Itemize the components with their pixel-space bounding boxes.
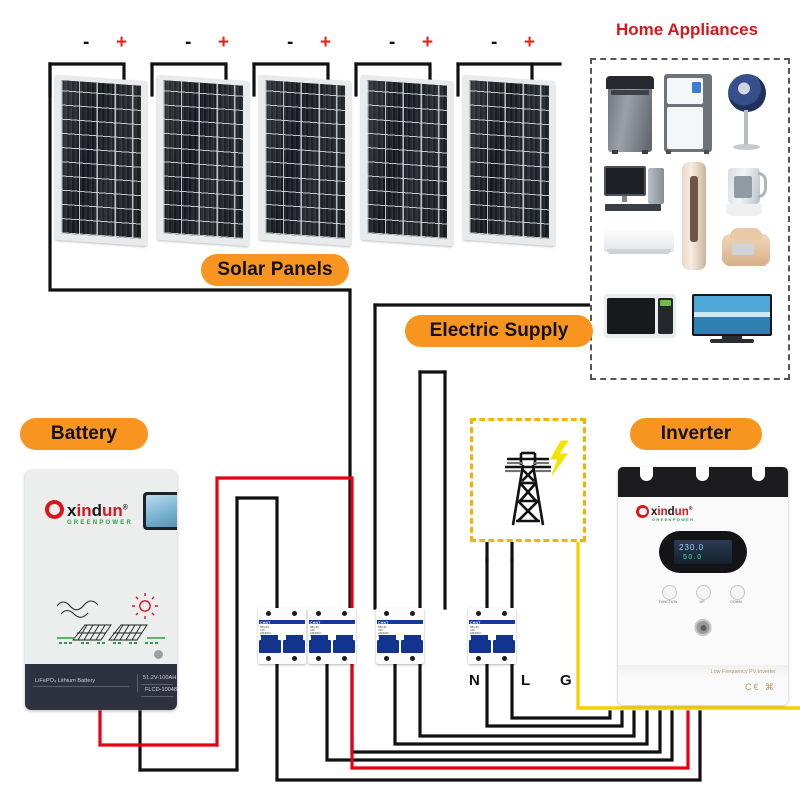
home-appliances-title: Home Appliances	[616, 20, 759, 39]
solar-panel	[157, 74, 249, 247]
breaker-brand: CHNT	[378, 621, 389, 625]
panel-negative-terminal: -	[185, 32, 192, 53]
panel-positive-terminal: +	[218, 32, 230, 53]
inverter-panel-seam	[618, 665, 788, 679]
panel-positive-terminal: +	[524, 32, 536, 53]
panel-negative-terminal: -	[83, 32, 90, 53]
terminal-label-l: L	[521, 672, 531, 689]
battery-brand-name: xindun®	[67, 501, 128, 520]
battery-brand-subtitle: GREENPOWER	[67, 520, 134, 526]
battery-unit: xindun® GREENPOWER	[25, 470, 177, 710]
down-button-label: DOWN	[730, 600, 742, 604]
function-button[interactable]	[662, 585, 677, 600]
lcd-frequency-reading: 50.0	[683, 554, 703, 561]
battery-display-screen	[143, 492, 177, 530]
panel-positive-terminal: +	[422, 32, 434, 53]
battery-indicator-dot	[154, 650, 163, 659]
battery-chemistry: LiFePO₄ Lithium Battery	[35, 678, 96, 684]
battery-model: FLCD-10048	[145, 687, 177, 693]
breaker-brand: CHNT	[470, 621, 481, 625]
battery-rating: 51.2V-100AH	[143, 675, 177, 681]
refrigerator-icon	[664, 74, 712, 154]
inverter-brand-name: xindun®	[651, 505, 693, 518]
inverter-label: Inverter	[630, 418, 762, 450]
solar-panels-label: Solar Panels	[201, 254, 349, 286]
lcd-voltage-reading: 230.0	[679, 543, 705, 552]
electric-supply-label: Electric Supply	[405, 315, 593, 347]
breaker-brand: CHNT	[310, 621, 321, 625]
up-button[interactable]	[696, 585, 711, 600]
split-air-conditioner-icon	[604, 230, 674, 260]
panel-positive-terminal: +	[320, 32, 332, 53]
transmission-pylon-icon	[505, 440, 569, 526]
panel-negative-terminal: -	[287, 32, 294, 53]
inverter-mount-bracket	[618, 467, 788, 497]
inverter-brand: xindun®	[636, 505, 692, 518]
up-button-label: UP	[699, 600, 705, 604]
inverter-brand-subtitle: GREENPOWER	[652, 517, 695, 522]
lightning-bolt-icon	[550, 440, 569, 476]
electric-grid-box	[470, 418, 586, 542]
solar-panel	[361, 74, 453, 247]
stand-fan-icon	[722, 74, 772, 154]
solar-panel	[463, 74, 555, 247]
solar-panel	[259, 74, 351, 247]
terminal-label-g: G	[560, 672, 572, 689]
cooling-fan-icon	[694, 619, 712, 636]
inverter-model-text: Low Frequency PV Inverter	[710, 669, 776, 675]
rice-cooker-icon	[720, 228, 772, 272]
inverter-unit: xindun® GREENPOWER 230.0 50.0 FUNCTION U…	[618, 467, 788, 705]
battery-nameplate: LiFePO₄ Lithium Battery 51.2V-100AH FLCD…	[25, 664, 177, 710]
inverter-lcd-display: 230.0 50.0	[659, 531, 747, 573]
desktop-computer-icon	[604, 166, 666, 216]
television-icon	[692, 294, 772, 344]
terminal-label-n: N	[469, 672, 480, 689]
home-appliances-box	[590, 58, 790, 380]
xindun-logo-icon	[45, 500, 64, 519]
battery-graphic	[56, 593, 165, 644]
washing-machine-icon	[606, 74, 654, 154]
xindun-logo-icon	[636, 505, 649, 518]
down-button[interactable]	[730, 585, 745, 600]
panel-positive-terminal: +	[116, 32, 128, 53]
breaker-brand: CHNT	[260, 621, 271, 625]
electric-kettle-icon	[724, 164, 768, 222]
certification-mark: C€ ⌘	[744, 682, 776, 692]
microwave-oven-icon	[604, 294, 676, 340]
panel-negative-terminal: -	[491, 32, 498, 53]
tower-air-conditioner-icon	[682, 162, 706, 272]
battery-brand: xindun®	[45, 500, 128, 519]
function-button-label: FUNCTION	[658, 600, 678, 604]
battery-label: Battery	[20, 418, 148, 450]
solar-panel	[55, 74, 147, 247]
panel-negative-terminal: -	[389, 32, 396, 53]
